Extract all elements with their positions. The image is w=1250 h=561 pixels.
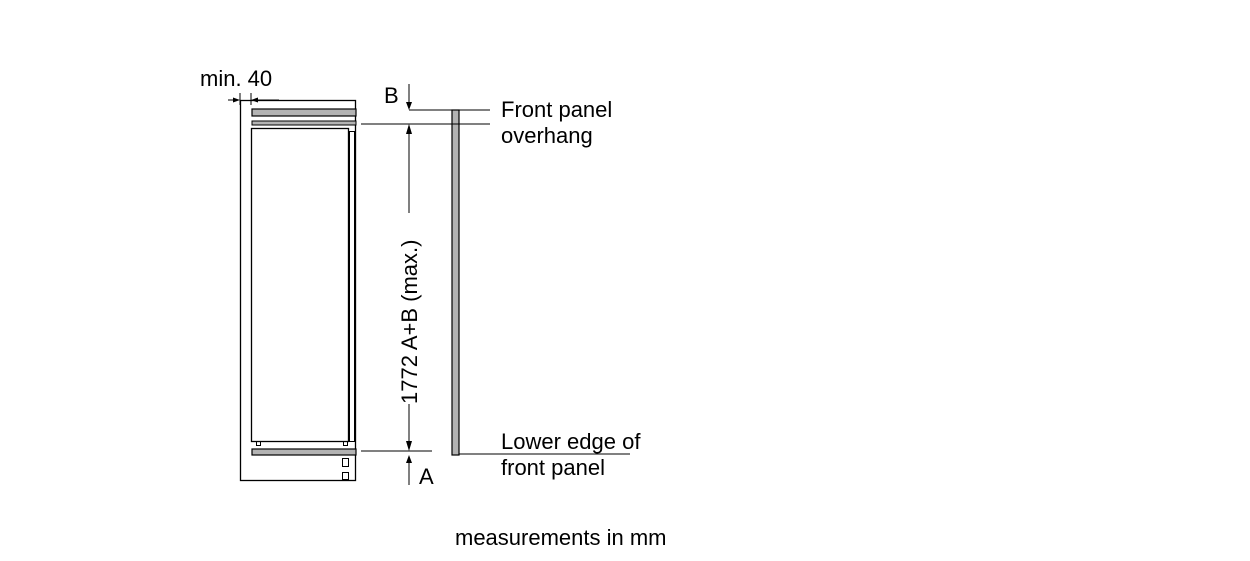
- overhang-line2: overhang: [501, 123, 593, 148]
- reference-lines: [361, 109, 630, 455]
- lower-edge-callout: Lower edge of front panel: [501, 429, 641, 480]
- min-clearance-label: min. 40: [200, 66, 272, 91]
- top-board: [251, 108, 357, 126]
- lower-edge-line1: Lower edge of: [501, 429, 641, 454]
- a-dimension: A: [406, 455, 434, 489]
- appliance-body: [250, 127, 355, 446]
- height-dimension: 1772 A+B (max.): [397, 124, 422, 451]
- b-marker-label: B: [384, 83, 399, 108]
- bottom-board: [251, 448, 357, 480]
- cabinet-niche: [239, 99, 357, 482]
- b-dimension: B: [384, 83, 412, 110]
- a-marker-label: A: [419, 464, 434, 489]
- overhang-line1: Front panel: [501, 97, 612, 122]
- min-clearance-dimension: min. 40: [200, 66, 279, 105]
- height-dimension-label: 1772 A+B (max.): [397, 240, 422, 404]
- front-panel: [451, 109, 460, 456]
- lower-edge-line2: front panel: [501, 455, 605, 480]
- units-note: measurements in mm: [455, 525, 667, 550]
- front-panel-overhang-callout: Front panel overhang: [501, 97, 612, 148]
